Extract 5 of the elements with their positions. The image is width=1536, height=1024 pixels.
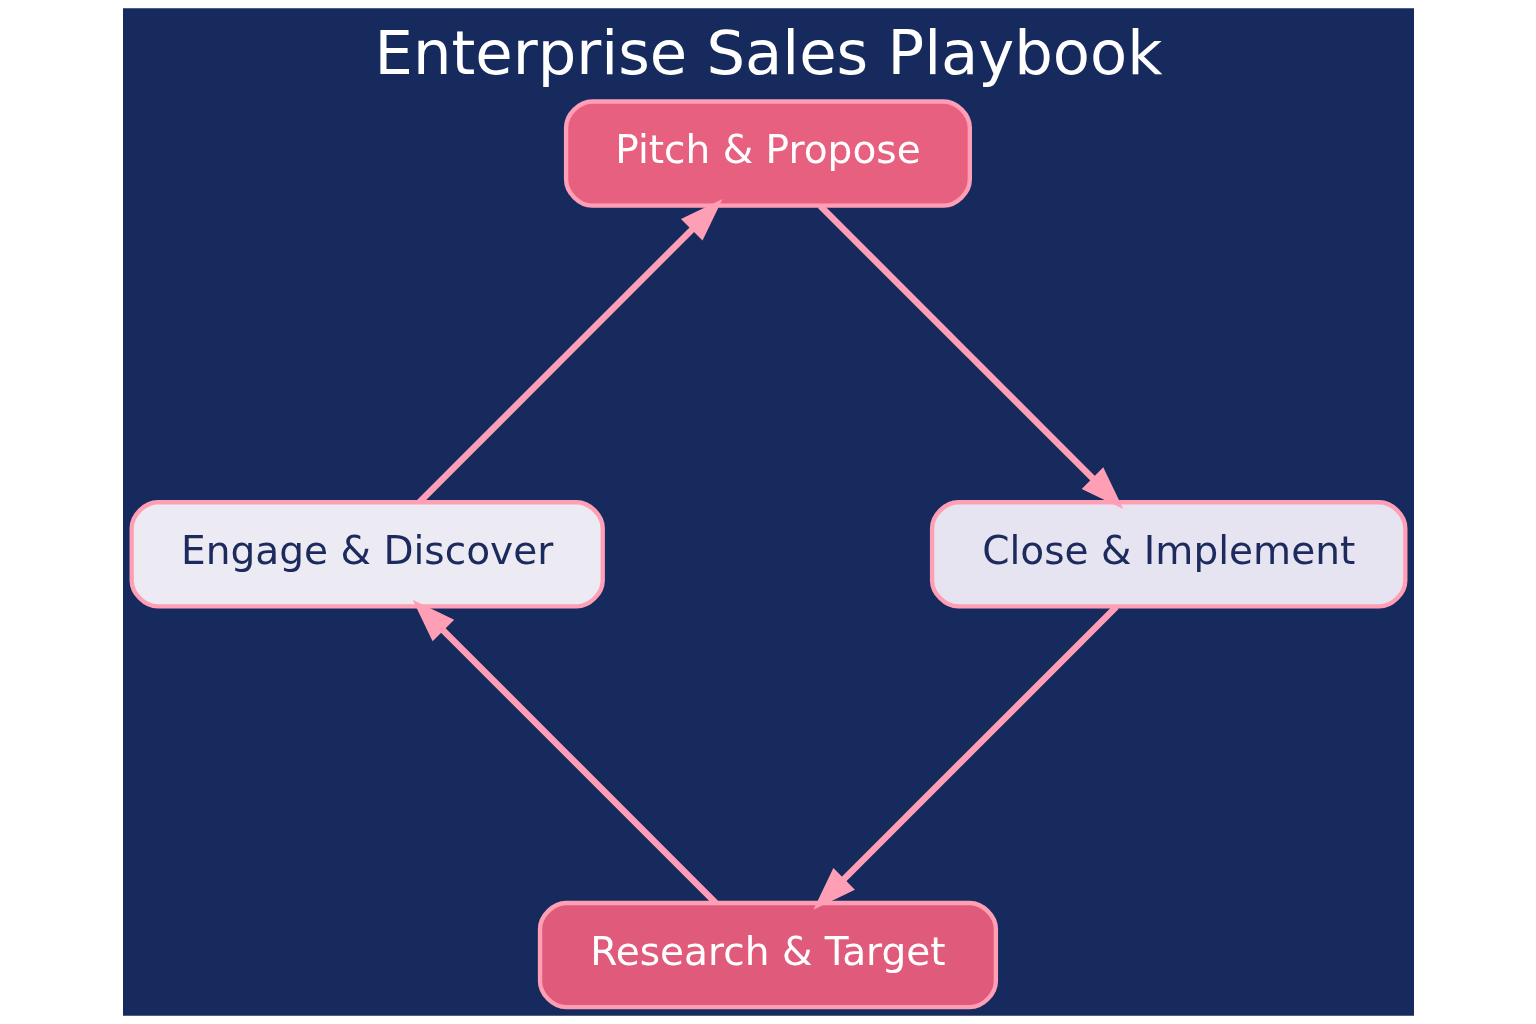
node-box: Pitch & Propose — [563, 99, 972, 208]
node-box: Engage & Discover — [129, 500, 605, 609]
node-box: Research & Target — [537, 900, 998, 1010]
diagram-title: Enterprise Sales Playbook — [374, 18, 1162, 89]
node-box: Close & Implement — [929, 500, 1407, 609]
